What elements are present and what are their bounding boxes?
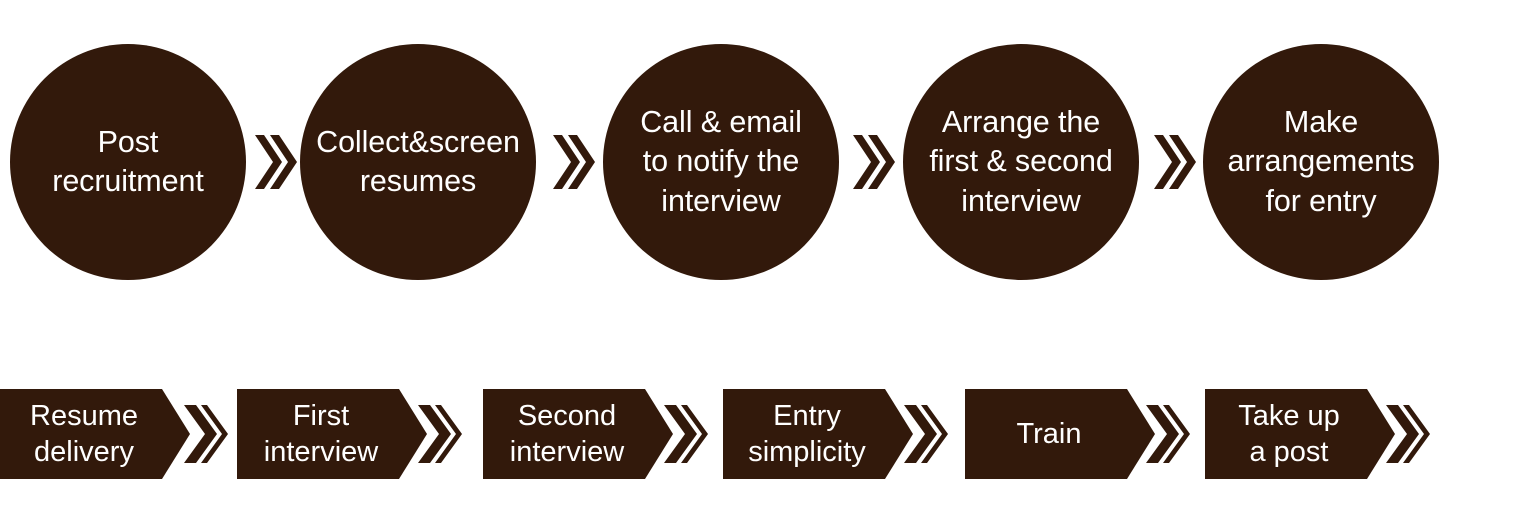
double-chevron-right-icon bbox=[664, 405, 708, 463]
circle-step-2-label: Collect&screen resumes bbox=[316, 124, 520, 198]
double-chevron-right-icon bbox=[904, 405, 948, 463]
double-chevron-right-icon bbox=[418, 405, 462, 463]
arrow-step-6-label: Take up a post bbox=[1238, 399, 1340, 468]
double-chevron-right-icon bbox=[1146, 405, 1190, 463]
arrow-step-5-label: Train bbox=[1016, 417, 1082, 450]
double-chevron-right-icon bbox=[1152, 133, 1198, 191]
arrow-step-4[interactable]: Entry simplicity bbox=[723, 389, 913, 479]
arrow-step-3[interactable]: Second interview bbox=[483, 389, 673, 479]
circle-step-5[interactable]: Make arrangements for entry bbox=[1203, 44, 1439, 280]
arrow-step-1[interactable]: Resume delivery bbox=[0, 389, 190, 479]
arrow-shape bbox=[965, 389, 1155, 479]
arrow-shape bbox=[0, 389, 190, 479]
arrow-shape bbox=[237, 389, 427, 479]
double-chevron-right-icon bbox=[851, 133, 897, 191]
double-chevron-right-icon bbox=[253, 133, 299, 191]
circle-step-5-label: Make arrangements for entry bbox=[1227, 105, 1415, 218]
arrow-step-2-label: First interview bbox=[263, 399, 379, 468]
arrow-step-2[interactable]: First interview bbox=[237, 389, 427, 479]
circle-step-4[interactable]: Arrange the first & second interview bbox=[903, 44, 1139, 280]
arrow-shape bbox=[723, 389, 913, 479]
arrow-step-1-label: Resume delivery bbox=[30, 399, 138, 468]
circle-step-2[interactable]: Collect&screen resumes bbox=[300, 44, 536, 280]
circle-step-1-label: Post recruitment bbox=[52, 124, 204, 198]
recruitment-stage-arrow-row: Resume delivery First interview Second i… bbox=[0, 389, 1540, 479]
recruitment-process-circle-row: Post recruitment Collect&screen resumes … bbox=[0, 44, 1540, 289]
arrow-step-4-label: Entry simplicity bbox=[748, 399, 866, 468]
arrow-step-3-label: Second interview bbox=[509, 399, 625, 468]
arrow-step-6[interactable]: Take up a post bbox=[1205, 389, 1395, 479]
double-chevron-right-icon bbox=[184, 405, 228, 463]
circle-shape bbox=[603, 44, 839, 280]
circle-step-1[interactable]: Post recruitment bbox=[10, 44, 246, 280]
circle-shape bbox=[903, 44, 1139, 280]
circle-shape bbox=[10, 44, 246, 280]
double-chevron-right-icon bbox=[1386, 405, 1430, 463]
arrow-shape bbox=[483, 389, 673, 479]
circle-step-3-label: Call & email to notify the interview bbox=[640, 105, 802, 218]
circle-shape bbox=[1203, 44, 1439, 280]
circle-step-3[interactable]: Call & email to notify the interview bbox=[603, 44, 839, 280]
arrow-step-5[interactable]: Train bbox=[965, 389, 1155, 479]
circle-shape bbox=[300, 44, 536, 280]
double-chevron-right-icon bbox=[551, 133, 597, 191]
arrow-shape bbox=[1205, 389, 1395, 479]
circle-step-4-label: Arrange the first & second interview bbox=[929, 105, 1113, 218]
